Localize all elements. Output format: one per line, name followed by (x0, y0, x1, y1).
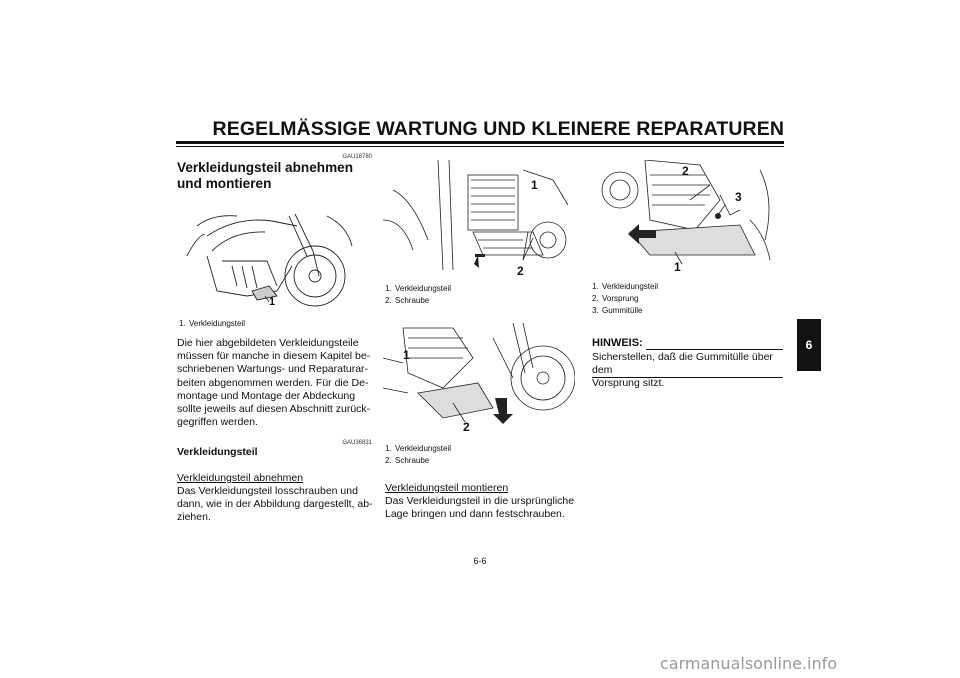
figure-callout-1: 1 (403, 348, 410, 362)
figure-engine-cover-1: 1 2 (383, 160, 575, 278)
install-title: Verkleidungsteil montieren (385, 482, 509, 494)
watermark: carmanualsonline.info (660, 654, 838, 673)
figure-callout-2: 2 (463, 420, 470, 434)
chapter-title: REGELMÄSSIGE WARTUNG UND KLEINERE REPARA… (212, 118, 784, 140)
motorcycle-illustration (186, 213, 353, 307)
figure-caption-3: 1.Verkleidungsteil 2.Vorsprung 3.Gummitü… (592, 282, 659, 315)
remove-title: Verkleidungsteil abnehmen (177, 472, 304, 484)
grommet-illustration (601, 160, 771, 265)
header-rule-thick (176, 141, 784, 144)
note-rule-bottom (592, 377, 783, 378)
figure-callout-1: 1 (674, 260, 681, 274)
figure-callout-1: 1 (531, 178, 538, 192)
figure-callout-2: 2 (682, 164, 689, 178)
note-label: HINWEIS: (592, 337, 643, 349)
page-number: 6-6 (473, 556, 487, 566)
note-rule-top (646, 349, 783, 350)
figure-callout-1: 1 (269, 296, 276, 308)
figure-caption: 1.Verkleidungsteil (179, 319, 246, 328)
header-rule-thin (176, 146, 784, 147)
engine-illustration-1 (383, 160, 569, 271)
figure-caption-1: 1.Verkleidungsteil 2.Schraube (385, 284, 452, 305)
engine-illustration-2 (383, 322, 575, 424)
install-text: Das Verkleidungsteil in die ursprünglich… (385, 495, 575, 521)
chapter-tab: 6 (797, 319, 821, 371)
section-code-2: GAU36831 (342, 440, 372, 446)
section-code: GAU18780 (342, 154, 372, 160)
figure-engine-cover-2: 1 2 (383, 318, 575, 438)
subheading: Verkleidungsteil (177, 446, 258, 458)
figure-caption-2: 1.Verkleidungsteil 2.Schraube (385, 444, 452, 465)
figure-callout-2: 2 (517, 264, 524, 278)
note-text: Sicherstellen, daß die Gummitülle über d… (592, 351, 773, 390)
section-heading: Verkleidungsteil abnehmen und montieren (177, 160, 354, 191)
figure-grommet: 2 3 1 (590, 160, 782, 278)
figure-callout-3: 3 (735, 190, 742, 204)
figure-motorcycle-side: 1 (177, 196, 373, 310)
